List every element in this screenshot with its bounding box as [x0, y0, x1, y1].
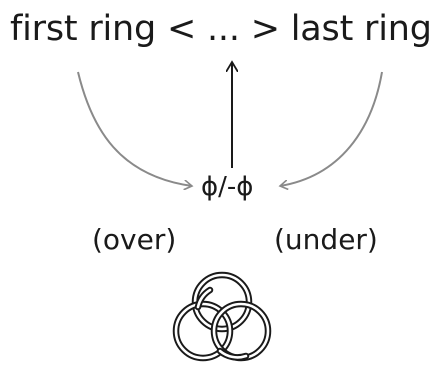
phi-symbol: ϕ/-ϕ: [201, 172, 254, 202]
left-curved-arrow: [77, 71, 192, 186]
borromean-rings-icon: [172, 271, 272, 362]
headline-text: first ring < ... > last ring: [10, 9, 432, 49]
right-curved-arrow: [280, 71, 383, 186]
under-label: (under): [274, 223, 378, 256]
over-label: (over): [92, 223, 177, 256]
